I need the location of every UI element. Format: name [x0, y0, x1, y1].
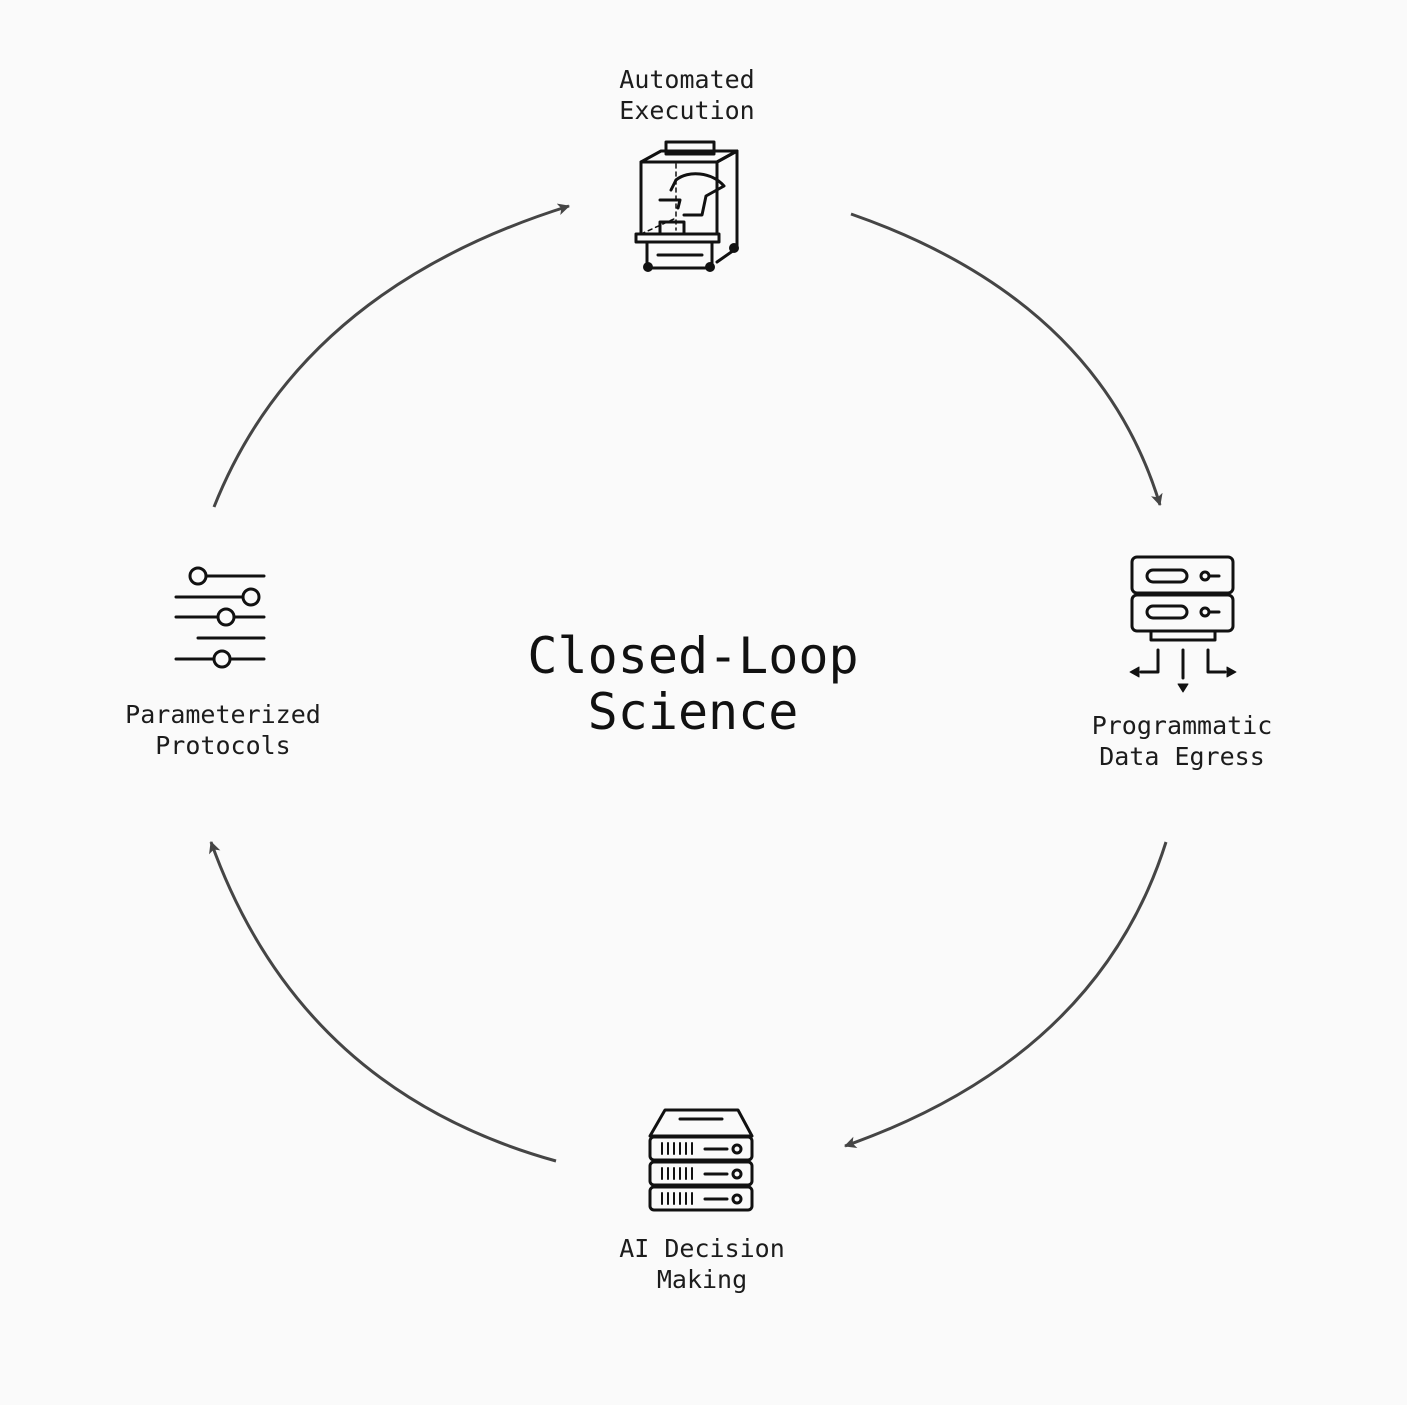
sliders-icon	[174, 566, 266, 669]
server-data-output-icon	[1129, 555, 1237, 693]
diagram-title-line-2: Science	[587, 683, 799, 741]
arrow-protocols-to-execution	[212, 203, 570, 508]
diagram-title-line-1: Closed-Loop	[527, 627, 859, 685]
node-label-ai-decision-making: AI Decision Making	[619, 1234, 785, 1294]
lab-robot-icon	[634, 140, 739, 272]
arrow-decision-to-protocols	[209, 841, 557, 1163]
node-label-automated-execution: Automated Execution	[619, 65, 755, 125]
node-label-parameterized-protocols: Parameterized Protocols	[125, 700, 321, 760]
node-label-programmatic-data-egress: Programmatic Data Egress	[1091, 711, 1273, 771]
server-stack-icon	[648, 1108, 754, 1212]
arrow-egress-to-decision	[844, 841, 1168, 1149]
arrow-execution-to-egress	[850, 212, 1163, 506]
diagram-title: Closed-Loop Science	[527, 628, 858, 740]
